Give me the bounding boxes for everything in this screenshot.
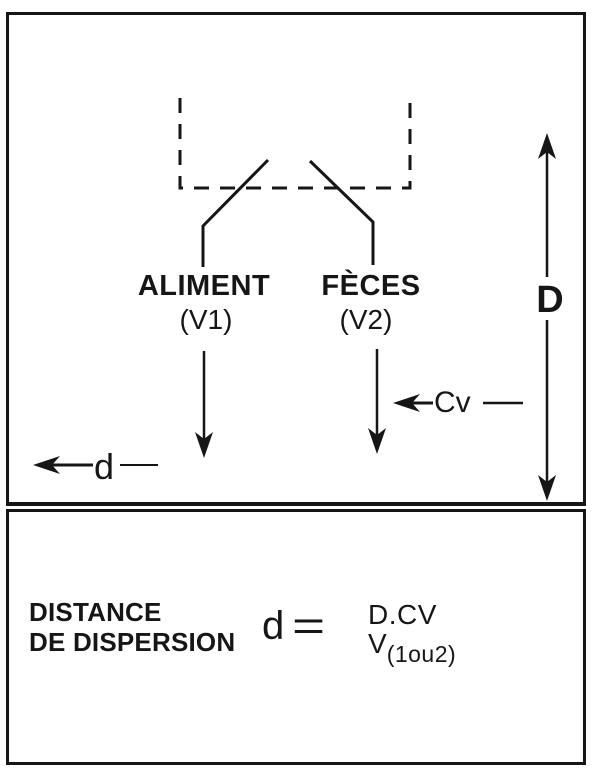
- formula-denominator: V(1ou2): [368, 628, 456, 666]
- burrow-dashed-outline: [178, 98, 412, 190]
- aliment-down-arrow: [195, 351, 213, 458]
- feces-label: FÈCES: [321, 270, 421, 302]
- formula-denominator-subscript: (1ou2): [386, 641, 457, 667]
- formula-caption: DISTANCE DE DISPERSION: [29, 597, 235, 657]
- formula-lhs: d: [262, 604, 285, 648]
- formula-equals-sign: =: [292, 602, 326, 649]
- aliment-leader-line: [201, 158, 270, 267]
- depth-double-arrow: [538, 133, 556, 501]
- formula-panel: [6, 509, 586, 765]
- feces-variable: (V2): [339, 304, 393, 335]
- aliment-label: ALIMENT: [137, 270, 271, 302]
- diagram-panel: [6, 12, 586, 506]
- formula-numerator: D.CV: [368, 599, 437, 630]
- feces-down-arrow: [368, 349, 386, 454]
- formula-denominator-base: V: [368, 628, 387, 659]
- depth-label: D: [536, 279, 564, 321]
- d-arrow: [33, 456, 93, 474]
- cv-label: Cv: [434, 386, 471, 419]
- caption-line-2: DE DISPERSION: [29, 627, 236, 657]
- aliment-variable: (V1): [179, 304, 233, 335]
- feces-leader-line: [308, 159, 375, 265]
- caption-line-1: DISTANCE: [29, 597, 162, 627]
- dispersal-distance-label: d: [94, 446, 115, 487]
- cv-arrow: [393, 394, 433, 412]
